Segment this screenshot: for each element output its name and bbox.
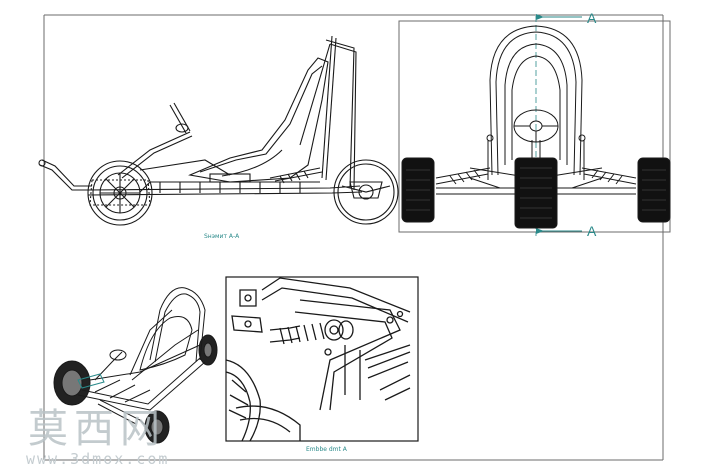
detail-view-frame: [225, 276, 419, 442]
isometric-view-kart: [53, 287, 218, 444]
watermark-logo: 莫西网: [28, 406, 166, 452]
side-view-label: Sнэмит А-А: [204, 233, 240, 240]
side-view-kart: [38, 35, 399, 226]
detail-view: [225, 276, 419, 442]
sheet-frame: [43, 14, 664, 461]
watermark-url: www.3dmox.com: [26, 450, 169, 468]
section-marker-top: A: [587, 10, 597, 26]
front-view-frame: [398, 20, 671, 233]
section-marker-bottom: A: [587, 223, 597, 239]
front-view-kart: [398, 14, 671, 236]
detail-view-label: Embbe dmt A: [306, 446, 348, 453]
